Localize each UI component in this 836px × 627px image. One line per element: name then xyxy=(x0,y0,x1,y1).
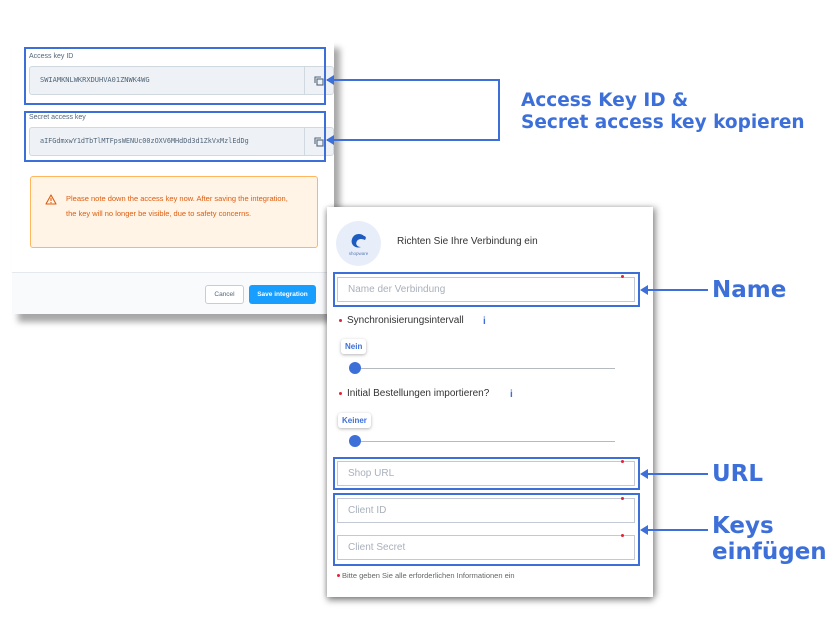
access-key-value: SWIAMKNLWKRXDUHVA01ZNWK4WG xyxy=(40,76,150,84)
annotation-keys-paste: Keys einfügen xyxy=(712,513,827,565)
required-marker xyxy=(337,574,340,577)
highlight-client-keys xyxy=(333,493,640,566)
save-integration-button[interactable]: Save integration xyxy=(249,285,316,304)
required-marker xyxy=(621,534,624,537)
connector-line xyxy=(327,139,499,141)
highlight-secret-key xyxy=(24,111,326,162)
required-marker xyxy=(621,275,624,278)
connection-name-input[interactable]: Name der Verbindung xyxy=(337,277,635,302)
copy-icon xyxy=(314,136,324,147)
secret-key-label: Secret access key xyxy=(29,114,86,121)
access-key-label: Access key ID xyxy=(29,53,74,60)
sync-slider-thumb[interactable] xyxy=(349,362,361,374)
import-slider-thumb[interactable] xyxy=(349,435,361,447)
connector-line xyxy=(327,79,499,81)
integration-panel: Access key ID SWIAMKNLWKRXDUHVA01ZNWK4WG… xyxy=(12,40,334,314)
sync-interval-label: Synchronisierungsintervall xyxy=(347,315,464,326)
annotation-name: Name xyxy=(712,277,787,303)
sync-slider-track[interactable] xyxy=(355,368,615,369)
required-marker xyxy=(339,392,342,395)
connector-line xyxy=(646,529,708,531)
warning-triangle-icon xyxy=(45,194,57,205)
required-marker xyxy=(621,460,624,463)
sync-slider-value: Nein xyxy=(341,339,367,354)
import-slider-track[interactable] xyxy=(355,441,615,442)
info-icon[interactable]: i xyxy=(510,389,513,400)
secret-key-field[interactable]: aIFGdmxwY1dTbTlMTFpsWENUc00zOXV6MHdDd3d1… xyxy=(29,127,334,156)
warning-text: Please note down the access key now. Aft… xyxy=(66,194,288,218)
logo-text: shopware xyxy=(348,250,369,256)
cancel-button[interactable]: Cancel xyxy=(205,285,244,304)
arrow-icon xyxy=(640,469,648,479)
import-slider-value: Keiner xyxy=(338,413,371,428)
client-secret-input[interactable]: Client Secret xyxy=(337,535,635,560)
integration-footer: Cancel Save integration xyxy=(12,272,334,314)
required-marker xyxy=(621,497,624,500)
copy-icon xyxy=(314,75,324,86)
copy-secret-key-button[interactable] xyxy=(304,128,333,155)
arrow-icon xyxy=(326,135,334,145)
shopware-logo-icon xyxy=(351,233,366,248)
info-icon[interactable]: i xyxy=(483,316,486,327)
required-marker xyxy=(339,319,342,322)
highlight-shop-url xyxy=(333,457,640,490)
annotation-line: einfügen xyxy=(712,539,827,565)
highlight-access-key xyxy=(24,47,326,105)
arrow-icon xyxy=(640,525,648,535)
copy-access-key-button[interactable] xyxy=(304,67,333,94)
initial-import-label: Initial Bestellungen importieren? xyxy=(347,388,490,399)
annotation-line: Keys xyxy=(712,513,774,539)
shopware-logo: shopware xyxy=(336,221,381,266)
annotation-keys-copy: Access Key ID & Secret access key kopier… xyxy=(521,90,805,134)
highlight-name xyxy=(333,272,640,307)
shop-url-input[interactable]: Shop URL xyxy=(337,461,635,486)
arrow-icon xyxy=(326,75,334,85)
connector-line xyxy=(646,473,708,475)
client-id-input[interactable]: Client ID xyxy=(337,498,635,523)
form-title: Richten Sie Ihre Verbindung ein xyxy=(397,236,538,247)
annotation-line: Access Key ID & xyxy=(521,90,689,111)
connector-line xyxy=(646,289,708,291)
annotation-url: URL xyxy=(712,461,764,487)
secret-key-value: aIFGdmxwY1dTbTlMTFpsWENUc00zOXV6MHdDd3d1… xyxy=(40,137,249,145)
required-hint: Bitte geben Sie alle erforderlichen Info… xyxy=(342,571,515,580)
warning-alert: Please note down the access key now. Aft… xyxy=(30,176,318,248)
access-key-field[interactable]: SWIAMKNLWKRXDUHVA01ZNWK4WG xyxy=(29,66,334,95)
connector-line xyxy=(498,79,500,141)
arrow-icon xyxy=(640,285,648,295)
annotation-line: Secret access key kopieren xyxy=(521,112,805,133)
